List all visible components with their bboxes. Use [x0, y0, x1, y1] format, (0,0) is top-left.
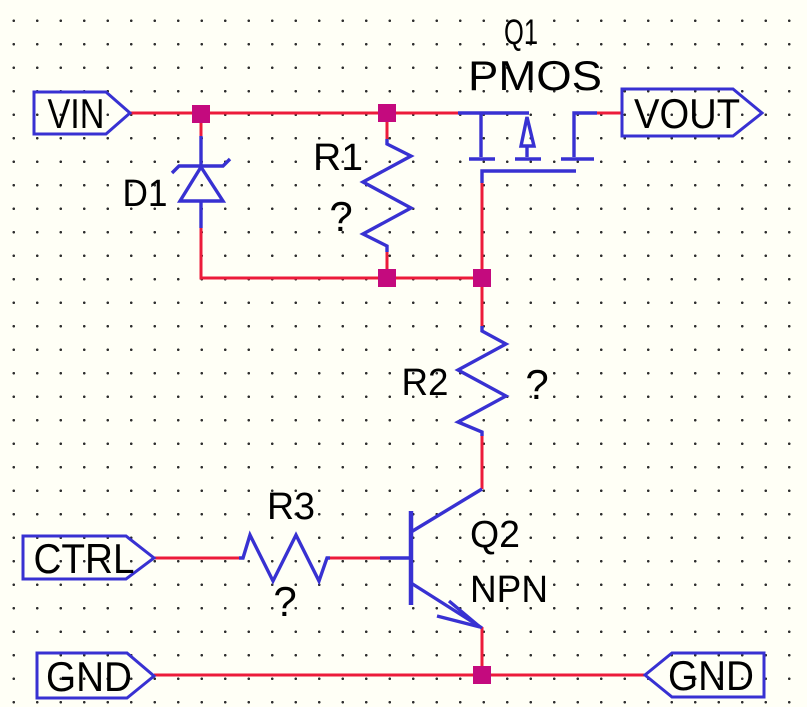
port-ctrl-shape [21, 534, 157, 581]
port-gnd-right[interactable]: GND [642, 651, 766, 699]
ref-label-r1[interactable]: R1 [313, 137, 363, 179]
port-gnd-right-shape [642, 651, 766, 699]
r1-zigzag [359, 139, 415, 252]
npn-transistor-q2[interactable] [380, 487, 483, 630]
d1-triangle [176, 163, 227, 203]
ref-label-q1[interactable]: Q1 [504, 13, 538, 52]
r2-zigzag [454, 326, 510, 436]
port-vout[interactable]: VOUT [620, 87, 765, 138]
q1-gate-line [480, 169, 576, 183]
port-gnd-left[interactable]: GND [35, 651, 157, 700]
port-vin-shape [32, 90, 133, 136]
component-symbols [170, 111, 597, 630]
resistor-r2[interactable] [454, 326, 510, 436]
junctions [192, 104, 491, 684]
ref-label-d1[interactable]: D1 [123, 173, 168, 215]
port-gnd-right-label: GND [668, 652, 754, 699]
zener-diode-d1[interactable] [170, 136, 232, 228]
r3-zigzag [239, 530, 330, 586]
junction-dot [192, 105, 210, 123]
port-vin-label: VIN [48, 90, 105, 137]
ports: VIN VOUT CTRL GND GND [21, 87, 766, 700]
value-label-q2[interactable]: NPN [470, 569, 548, 611]
junction-dot [378, 104, 396, 122]
port-vout-label: VOUT [634, 90, 740, 137]
port-gnd-left-label: GND [46, 653, 132, 700]
ref-label-r3[interactable]: R3 [267, 486, 315, 528]
value-label-q1[interactable]: PMOS [468, 52, 602, 99]
q2-emitter-arrow-icon [436, 599, 482, 629]
port-ctrl[interactable]: CTRL [21, 534, 157, 582]
value-label-r2[interactable]: ? [525, 361, 548, 408]
port-gnd-left-shape [35, 651, 157, 700]
labels: Q1 PMOS D1 R1 ? R2 ? R3 ? Q2 NPN [123, 13, 603, 625]
junction-dot [473, 269, 491, 287]
q2-collector-lead [410, 487, 483, 534]
value-label-r3[interactable]: ? [273, 578, 296, 625]
port-vin[interactable]: VIN [32, 90, 133, 137]
resistor-r1[interactable] [359, 139, 415, 252]
ref-label-q2[interactable]: Q2 [470, 514, 520, 556]
pmos-transistor-q1[interactable] [458, 111, 597, 183]
port-ctrl-label: CTRL [34, 535, 135, 582]
q1-bulk-arrow-icon [518, 116, 537, 148]
q1-drain-stub [572, 111, 597, 157]
port-vout-shape [620, 87, 765, 138]
junction-dot [473, 666, 491, 684]
value-label-r1[interactable]: ? [329, 193, 352, 240]
ref-label-r2[interactable]: R2 [402, 362, 449, 404]
junction-dot [378, 269, 396, 287]
resistor-r3[interactable] [239, 530, 330, 586]
